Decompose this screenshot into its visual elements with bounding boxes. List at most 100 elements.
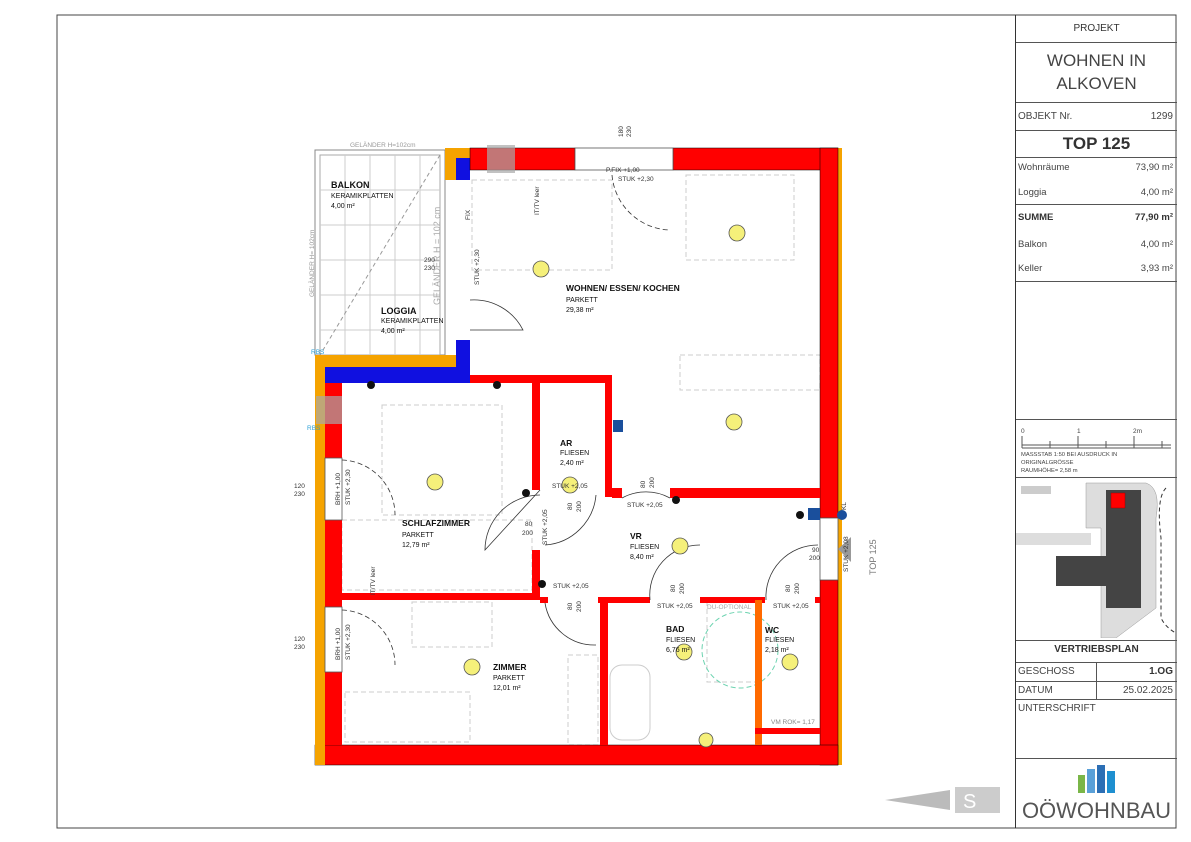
room-name-loggia: LOGGIA — [381, 306, 417, 316]
svg-text:ORIGINALGRÖSSE: ORIGINALGRÖSSE — [1021, 459, 1074, 466]
svg-text:RBS: RBS — [307, 425, 321, 432]
svg-text:KERAMIKPLATTEN: KERAMIKPLATTEN — [331, 193, 394, 200]
svg-text:90: 90 — [812, 547, 820, 554]
svg-text:GELÄNDER H= 102cm: GELÄNDER H= 102cm — [308, 230, 316, 297]
shaft — [487, 145, 515, 173]
svg-text:STUK +2,05: STUK +2,05 — [773, 603, 809, 610]
svg-text:STUK +2,05: STUK +2,05 — [657, 603, 693, 610]
svg-text:PARKETT: PARKETT — [493, 675, 525, 682]
door-swings — [341, 174, 819, 666]
annotations: GELÄNDER H=102cm GELÄNDER H= 102cm GELÄN… — [294, 126, 850, 726]
entrance-label: TOP 125 — [868, 539, 878, 575]
room-name-schlafzimmer: SCHLAFZIMMER — [402, 518, 470, 528]
svg-text:FLIESEN: FLIESEN — [560, 450, 589, 457]
svg-text:STUK +2,30: STUK +2,30 — [345, 469, 352, 505]
svg-text:180: 180 — [618, 126, 625, 137]
room-name-zimmer: ZIMMER — [493, 662, 527, 672]
svg-text:KL: KL — [841, 502, 848, 510]
svg-text:GELÄNDER H = 102 cm: GELÄNDER H = 102 cm — [432, 207, 442, 305]
svg-text:STUK +2,05: STUK +2,05 — [553, 583, 589, 590]
svg-text:230: 230 — [424, 265, 435, 272]
entrance-marker — [838, 537, 851, 562]
svg-text:DU-OPTIONAL: DU-OPTIONAL — [707, 604, 752, 611]
svg-text:KERAMIKPLATTEN: KERAMIKPLATTEN — [381, 318, 444, 325]
scale-bar: 0 1 2m MASSSTAB 1:50 BEI AUSDRUCK IN ORIGI… — [1021, 428, 1171, 474]
datum-value: 25.02.2025 — [1122, 685, 1173, 696]
svg-text:80: 80 — [785, 584, 792, 592]
vertriebsplan-label: VERTRIEBSPLAN — [1054, 644, 1139, 655]
svg-text:4,00 m²: 4,00 m² — [381, 328, 405, 335]
svg-text:RAUMHÖHE= 2,58 m: RAUMHÖHE= 2,58 m — [1021, 467, 1078, 474]
svg-text:200: 200 — [576, 501, 583, 512]
svg-text:200: 200 — [576, 601, 583, 612]
svg-text:29,38 m²: 29,38 m² — [566, 307, 594, 314]
svg-text:STUK +2,05: STUK +2,05 — [542, 509, 549, 545]
svg-text:200: 200 — [522, 530, 533, 537]
projekt-label: PROJEKT — [1073, 23, 1120, 34]
ceiling-lights — [426, 224, 799, 748]
svg-text:MASSSTAB 1:50 BEI AUSDRU: MASSSTAB 1:50 BEI AUSDRUCK IN — [1021, 452, 1117, 458]
svg-text:120: 120 — [294, 483, 305, 490]
svg-text:80: 80 — [640, 480, 647, 488]
svg-text:VM ROK= 1,17: VM ROK= 1,17 — [771, 719, 815, 726]
top-number: TOP 125 — [1062, 134, 1131, 153]
svg-text:200: 200 — [794, 583, 801, 594]
svg-text:BRH +1,00: BRH +1,00 — [335, 473, 342, 505]
svg-text:PARKETT: PARKETT — [566, 297, 598, 304]
geschoss-value: 1.OG — [1149, 666, 1173, 677]
svg-text:STUK +2,30: STUK +2,30 — [474, 249, 481, 285]
svg-text:P.FIX +1,00: P.FIX +1,00 — [606, 167, 640, 174]
svg-text:IT/TV leer: IT/TV leer — [534, 186, 541, 215]
north-label: S — [963, 791, 976, 813]
logo-text: OÖWOHNBAU — [1021, 798, 1172, 823]
svg-text:2m: 2m — [1133, 428, 1142, 435]
north-arrow-box — [955, 787, 1000, 813]
svg-text:FLIESEN: FLIESEN — [666, 637, 695, 644]
walls — [314, 145, 842, 766]
svg-text:RBS: RBS — [311, 349, 325, 356]
room-name-bad: BAD — [666, 624, 684, 634]
svg-text:8,40 m²: 8,40 m² — [630, 554, 654, 561]
title-block: PROJEKT WOHNEN IN ALKOVEN OBJEKT Nr. 1299… — [1015, 15, 1177, 828]
svg-text:230: 230 — [626, 126, 633, 137]
svg-text:80: 80 — [670, 584, 677, 592]
svg-text:80: 80 — [567, 502, 574, 510]
svg-text:200: 200 — [679, 583, 686, 594]
svg-text:200: 200 — [649, 477, 656, 488]
balcony-area — [314, 149, 446, 356]
svg-text:0: 0 — [1021, 428, 1025, 435]
svg-text:12,01 m²: 12,01 m² — [493, 685, 521, 692]
north-arrow — [885, 790, 950, 810]
svg-text:STUK +2,30: STUK +2,30 — [618, 176, 654, 183]
svg-text:230: 230 — [294, 491, 305, 498]
project-name-line2: ALKOVEN — [1056, 74, 1137, 93]
objekt-value: 1299 — [1150, 111, 1173, 122]
room-labels: BALKON KERAMIKPLATTEN 4,00 m² LOGGIA KERA… — [331, 180, 794, 692]
svg-text:IT/TV leer: IT/TV leer — [370, 566, 377, 595]
logo-mark — [1078, 765, 1115, 793]
room-name-ar: AR — [560, 438, 572, 448]
svg-text:GELÄNDER H=102cm: GELÄNDER H=102cm — [350, 141, 416, 149]
site-plan-thumbnail — [1016, 482, 1177, 638]
objekt-label: OBJEKT Nr. — [1018, 111, 1073, 122]
svg-text:STUK +2,05: STUK +2,05 — [627, 502, 663, 509]
room-name-balkon: BALKON — [331, 180, 370, 190]
svg-text:12,79 m²: 12,79 m² — [402, 542, 430, 549]
svg-text:2,18 m²: 2,18 m² — [765, 647, 789, 654]
svg-text:230: 230 — [294, 644, 305, 651]
room-name-wc: WC — [765, 625, 779, 635]
svg-text:200: 200 — [809, 555, 820, 562]
unterschrift-label: UNTERSCHRIFT — [1018, 703, 1096, 714]
project-name-line1: WOHNEN IN — [1046, 51, 1147, 70]
svg-text:2,40 m²: 2,40 m² — [560, 460, 584, 467]
sheet-frame — [56, 14, 1177, 829]
svg-text:120: 120 — [294, 636, 305, 643]
svg-text:1: 1 — [1077, 428, 1081, 435]
room-name-vr: VR — [630, 531, 642, 541]
svg-text:4,00 m²: 4,00 m² — [331, 203, 355, 210]
svg-text:STUK +2,30: STUK +2,30 — [345, 624, 352, 660]
room-name-wohnen: WOHNEN/ ESSEN/ KOCHEN — [566, 283, 680, 293]
svg-text:BRH +1,00: BRH +1,00 — [335, 628, 342, 660]
svg-text:6,76 m²: 6,76 m² — [666, 647, 690, 654]
svg-text:FLIESEN: FLIESEN — [765, 637, 794, 644]
